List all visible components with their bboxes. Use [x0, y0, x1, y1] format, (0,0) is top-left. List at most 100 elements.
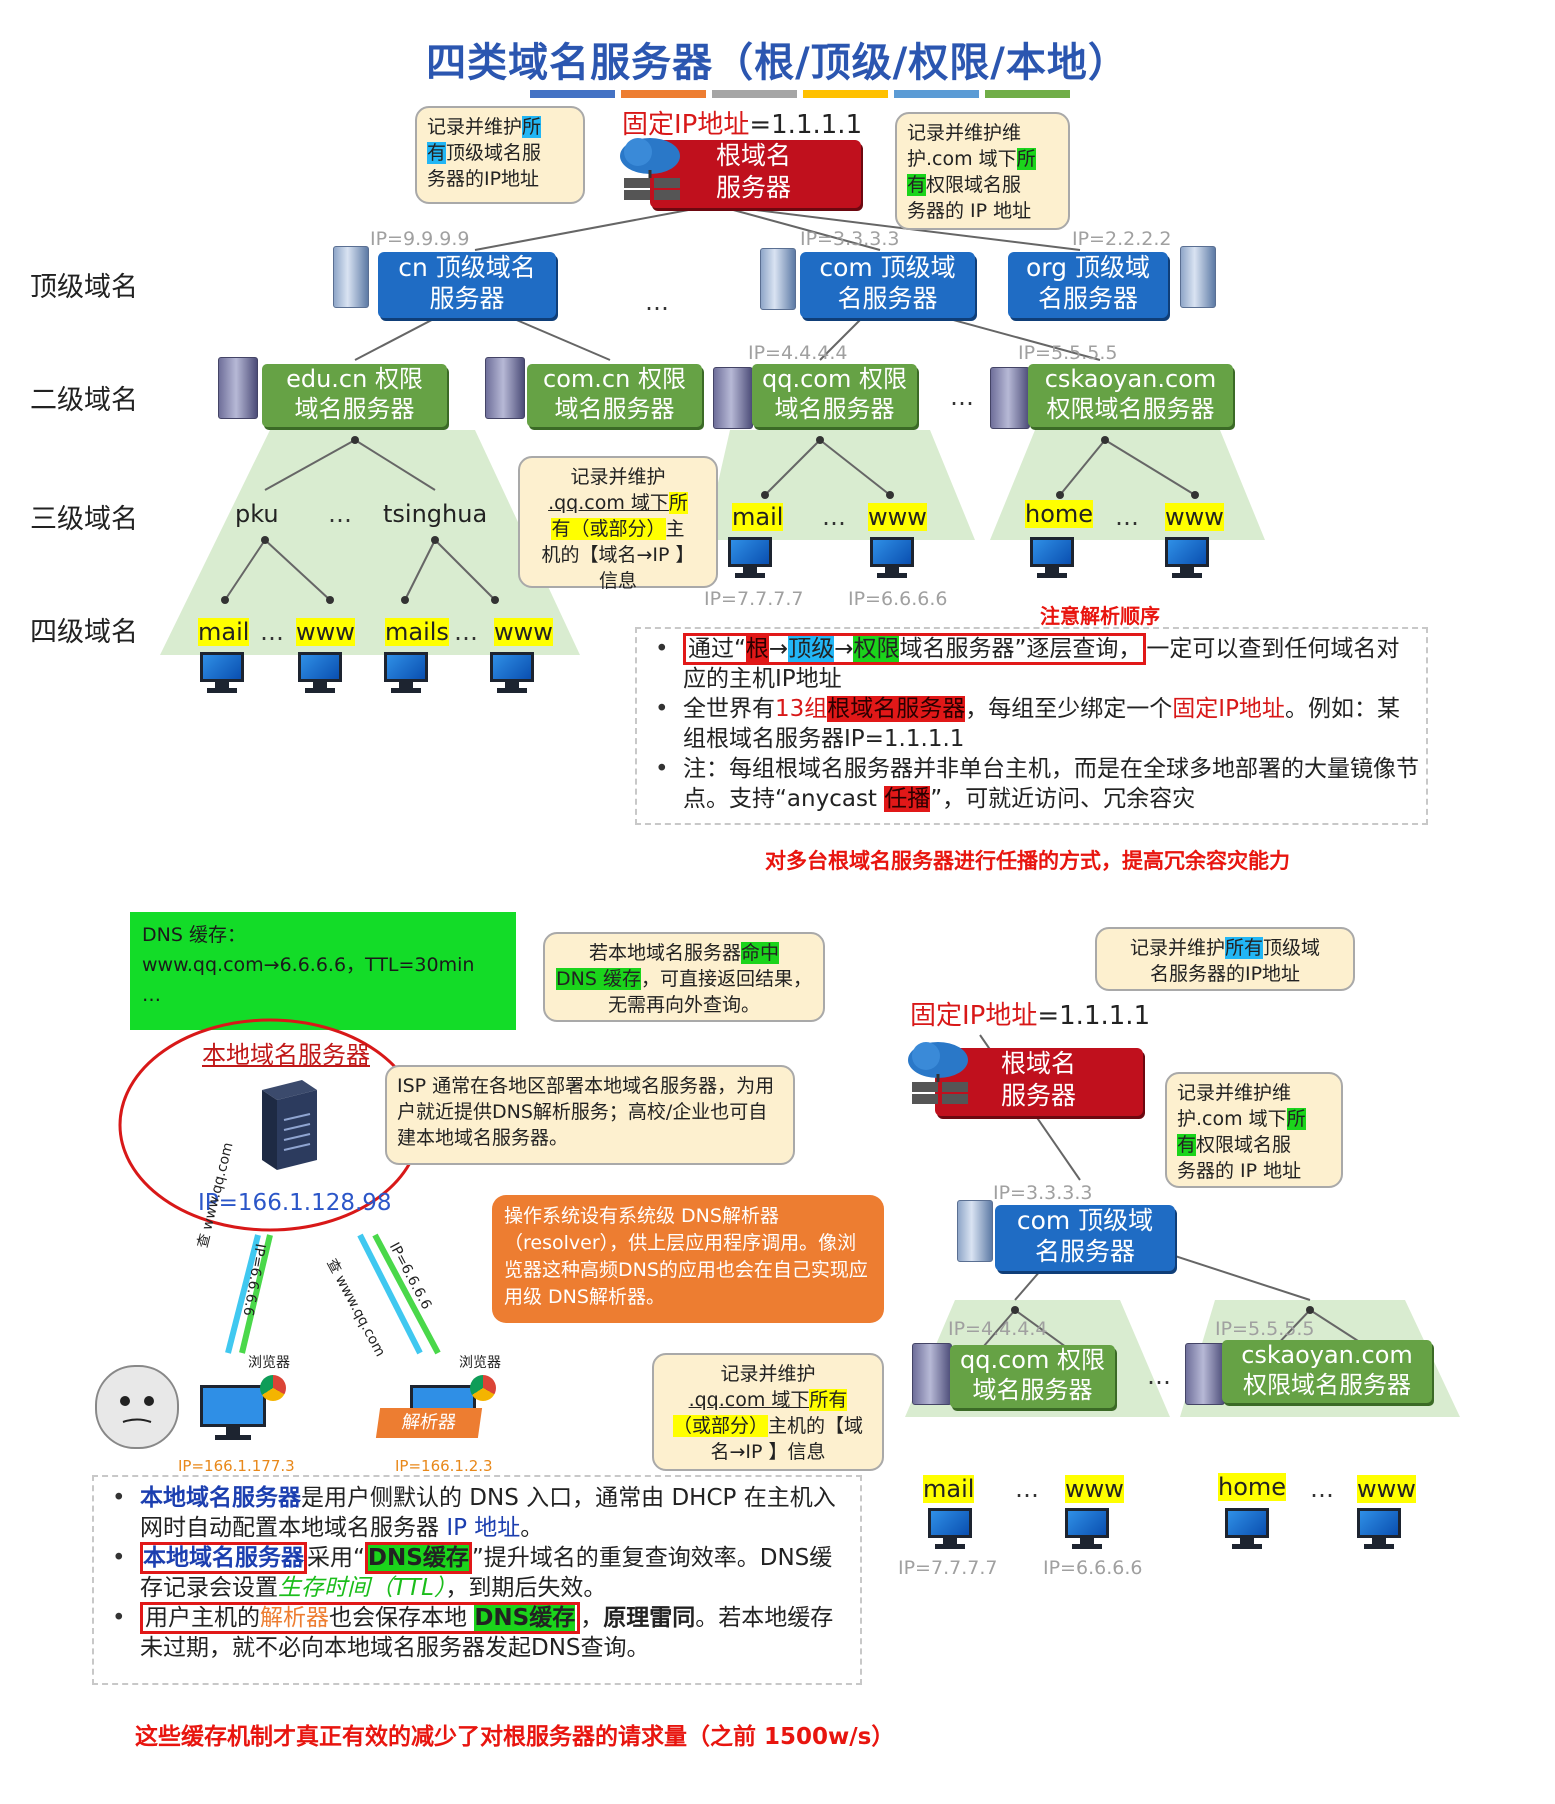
bubble-highlight: 所 [1286, 1108, 1306, 1130]
host-www-ip: IP=6.6.6.6 [848, 588, 948, 610]
note-text: → [834, 636, 854, 662]
root-ip-value: =1.1.1.1 [1037, 1001, 1151, 1031]
note-highlight: 解析器 [260, 1605, 329, 1631]
note-highlight: 顶级 [788, 636, 835, 662]
level-label-third: 三级域名 [30, 504, 138, 535]
sld-edu-box: edu.cn 权限 域名服务器 [262, 364, 447, 427]
dns-cache-box: DNS 缓存： www.qq.com→6.6.6.6，TTL=30min … [130, 912, 516, 1030]
tld-org-ip: IP=2.2.2.2 [1072, 228, 1172, 250]
root-server-box: 根域名 服务器 [935, 1048, 1143, 1116]
bubble-highlight: 所有 [809, 1389, 848, 1411]
level-label-sld: 二级域名 [30, 385, 138, 416]
user-avatar-icon [95, 1365, 179, 1449]
computer-icon [384, 652, 428, 696]
title-color-bars [530, 90, 1070, 98]
note-highlight: DNS缓存 [364, 1542, 472, 1574]
root-ip-value: =1.1.1.1 [749, 110, 863, 140]
bubble-com-info: 记录并维护维 护.com 域下所 有权限域名服 务器的 IP 地址 [895, 112, 1070, 230]
ellipsis: … [950, 383, 974, 411]
server-icon [957, 1200, 993, 1262]
computer-icon [1165, 537, 1209, 581]
note-highlight: 根域名服务器 [827, 696, 966, 722]
ellipsis: … [1115, 503, 1139, 531]
bubble-text: 务器的 IP 地址 [1177, 1160, 1302, 1182]
bubble-text: 务器的 IP 地址 [907, 200, 1032, 222]
computer-icon [1225, 1508, 1269, 1552]
browser-label: 浏览器 [459, 1355, 501, 1371]
note-text: ，每组至少绑定一个 [965, 696, 1173, 722]
resolver-label: 解析器 [375, 1408, 483, 1438]
note-text: 是用户侧默认的 DNS 入口，通常由 DHCP 在主机入网时自动配置本地域名服务… [140, 1485, 836, 1541]
sld-cs-ip: IP=5.5.5.5 [1018, 342, 1118, 364]
bubble-resolver: 操作系统设有系统级 DNS解析器（resolver），供上层应用程序调用。像浏览… [492, 1195, 884, 1323]
server-icon [990, 367, 1030, 429]
notes-top: 通过“根→顶级→权限域名服务器”逐层查询，一定可以查到任何域名对应的主机IP地址… [635, 627, 1428, 825]
root-server-cloud-icon [898, 1034, 978, 1112]
local-dns-server-icon [252, 1075, 322, 1175]
dns-cache-more: … [142, 984, 161, 1006]
client-ip: IP=166.1.2.3 [395, 1457, 493, 1475]
ellipsis: … [1015, 1475, 1039, 1503]
host-home: home [1025, 500, 1094, 528]
root-server-cloud-icon [610, 130, 690, 208]
sld-qq-box: qq.com 权限 域名服务器 [950, 1345, 1115, 1408]
computer-icon [200, 1385, 266, 1441]
local-dns-ip: IP=166.1.128.98 [198, 1190, 392, 1216]
host-home: home [1218, 1473, 1287, 1501]
computer-icon [1030, 537, 1074, 581]
host-www: www [1065, 1475, 1124, 1503]
server-icon [333, 246, 369, 308]
note-highlight: 权限 [853, 636, 900, 662]
bubble-highlight: 所 [522, 116, 542, 138]
note-text: 注：每组根域名服务器并非单台主机，而是在全球多地部署的大量镜像节点。支持“any… [683, 756, 1419, 812]
bubble-text: 信息 [598, 570, 637, 592]
host-mail: mail [198, 618, 250, 646]
level-label-tld: 顶级域名 [30, 272, 138, 303]
server-icon [760, 248, 796, 310]
sld-cs-box: cskaoyan.com 权限域名服务器 [1222, 1340, 1432, 1403]
server-icon [485, 357, 525, 419]
level-label-fourth: 四级域名 [30, 617, 138, 648]
server-icon [713, 367, 753, 429]
chrome-icon [470, 1375, 496, 1401]
bubble-highlight: 有 [907, 174, 927, 196]
title-bar [894, 90, 979, 98]
server-icon [1180, 246, 1216, 308]
bubble-text: ，可直接返回结果，无需再向外查询。 [607, 968, 812, 1016]
bubble-text: 名服务器的IP地址 [1149, 963, 1301, 985]
computer-icon [490, 652, 534, 696]
bubble-highlight: 有 [427, 142, 447, 164]
note-item: 全世界有13组根域名服务器，每组至少绑定一个固定IP地址。例如：某组根域名服务器… [643, 694, 1420, 754]
browser-label: 浏览器 [248, 1355, 290, 1371]
fixed-ip-text: 固定IP地址 [910, 1001, 1038, 1031]
bubble-highlight: 所有 [1224, 937, 1263, 959]
title-bar [530, 90, 615, 98]
host-mails: mails [385, 618, 449, 646]
edu-subtree-area [160, 430, 580, 655]
bubble-highlight: 所 [668, 492, 688, 514]
chrome-icon [260, 1375, 286, 1401]
title-bar [803, 90, 888, 98]
notes-bottom: 本地域名服务器是用户侧默认的 DNS 入口，通常由 DHCP 在主机入网时自动配… [92, 1475, 862, 1685]
bubble-highlight: （或部分） [672, 1415, 768, 1437]
bubble-text: 记录并维护维 [1177, 1082, 1292, 1104]
client-ip: IP=166.1.177.3 [178, 1457, 295, 1475]
bubble-qq-hosts: 记录并维护 .qq.com 域下所 有（或部分）主 机的【域名→IP 】 信息 [518, 456, 718, 592]
bubble-text: 机的【域名→IP 】 [541, 544, 695, 566]
ellipsis: … [454, 618, 478, 646]
bubble-text: 权限域名服 [1196, 1134, 1292, 1156]
ellipsis: … [260, 618, 284, 646]
page-title: 四类域名服务器（根/顶级/权限/本地） [426, 40, 1129, 86]
bubble-text: 权限域名服 [926, 174, 1022, 196]
bubble-text: 护.com 域下 [1177, 1108, 1287, 1130]
host-www: www [494, 618, 553, 646]
bubble-highlight: 有 [1177, 1134, 1197, 1156]
tld-cn-box: cn 顶级域名 服务器 [378, 252, 556, 318]
note-item: 注：每组根域名服务器并非单台主机，而是在全球多地部署的大量镜像节点。支持“any… [643, 754, 1420, 814]
bubble-isp: ISP 通常在各地区部署本地域名服务器，为用户就近提供DNS解析服务；高校/企业… [385, 1065, 795, 1165]
server-icon [912, 1343, 952, 1405]
root-ip-label: 固定IP地址=1.1.1.1 [622, 104, 862, 141]
note-highlight: 任播 [884, 786, 931, 812]
root-server-box: 根域名 服务器 [650, 140, 861, 208]
bubble-text: 记录并维护 [1129, 937, 1225, 959]
